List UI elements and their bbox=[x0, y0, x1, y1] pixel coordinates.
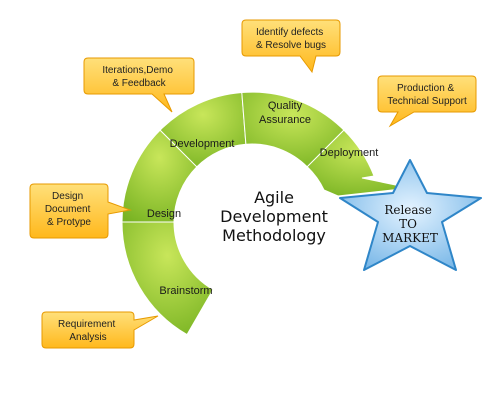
callout-production: Production & Technical Support bbox=[377, 75, 477, 128]
callout-defects: Identify defects & Resolve bugs bbox=[241, 19, 341, 74]
stage-label-brainstorm: Brainstorm bbox=[159, 285, 212, 297]
segment-brainstorm bbox=[121, 221, 214, 336]
callout-design-document: Design Document & Protype bbox=[29, 183, 132, 239]
callout-requirement: Requirement Analysis bbox=[41, 311, 159, 349]
release-line3: MARKET bbox=[382, 231, 438, 245]
callout-design-line3: & Protype bbox=[47, 217, 91, 228]
svg-text:Production & Technical S: Production & Technical Support bbox=[387, 83, 467, 107]
svg-text:Iterations,Demo & Feedba: Iterations,Demo & Feedback bbox=[102, 65, 175, 89]
svg-text:Release TO MARKET: Release TO MARKET bbox=[382, 203, 438, 245]
stage-label-qa-line2: Assurance bbox=[259, 114, 311, 126]
stage-label-qa-line1: Quality bbox=[268, 100, 303, 112]
center-title-line1: Agile bbox=[254, 188, 294, 207]
svg-text:Design Document &: Design Document & Protype bbox=[45, 191, 93, 228]
center-title-line2: Development bbox=[220, 207, 328, 226]
release-line1: Release bbox=[384, 203, 432, 217]
stage-label-design: Design bbox=[147, 208, 181, 220]
svg-text:Identify defects & Resol: Identify defects & Resolve bugs bbox=[256, 27, 326, 51]
center-title-line3: Methodology bbox=[222, 226, 326, 245]
process-arc bbox=[121, 91, 411, 336]
release-line2: TO bbox=[399, 217, 417, 231]
callout-iterations-line2: & Feedback bbox=[112, 78, 166, 89]
callout-iterations: Iterations,Demo & Feedback bbox=[83, 57, 195, 113]
callout-design-line2: Document bbox=[45, 204, 91, 215]
callout-requirement-line2: Analysis bbox=[69, 332, 106, 343]
stage-label-deployment: Deployment bbox=[320, 147, 379, 159]
callout-design-line1: Design bbox=[52, 191, 83, 202]
segment-deployment-arrow bbox=[306, 129, 411, 197]
callout-iterations-line1: Iterations,Demo bbox=[102, 65, 173, 76]
callout-production-line2: Technical Support bbox=[387, 96, 467, 107]
callout-requirement-line1: Requirement bbox=[58, 319, 115, 330]
callout-defects-line1: Identify defects bbox=[256, 27, 323, 38]
callout-production-line1: Production & bbox=[397, 83, 455, 94]
stage-label-development: Development bbox=[170, 138, 235, 150]
svg-text:Requirement Analysis: Requirement Analysis bbox=[58, 319, 118, 343]
release-star: Release TO MARKET bbox=[339, 159, 482, 271]
callout-defects-line2: & Resolve bugs bbox=[256, 40, 326, 51]
